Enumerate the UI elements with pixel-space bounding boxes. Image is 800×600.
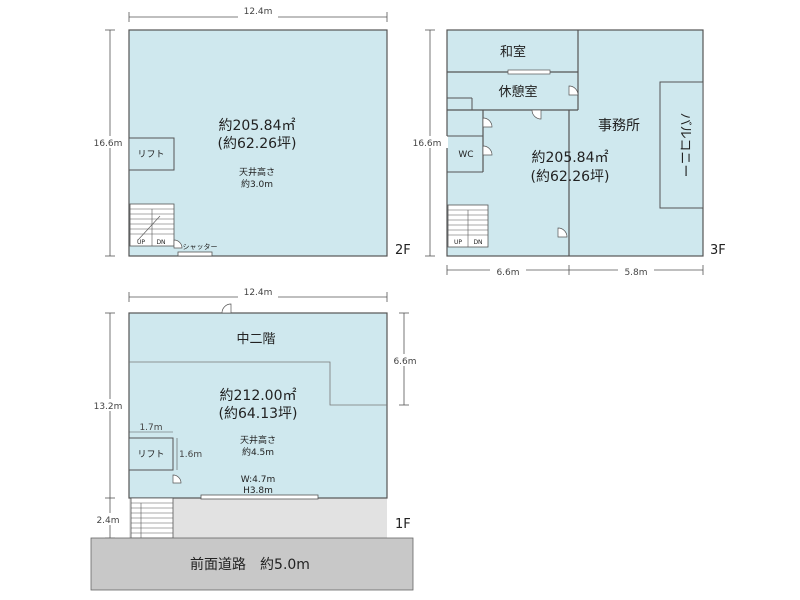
- floor-2f-height-dimension: 16.6m: [88, 29, 128, 257]
- floor-3f-width-dimension: 6.6m 5.8m: [446, 265, 704, 278]
- floor-2f-stairs-dn-label: DN: [156, 239, 165, 246]
- floor-2f-area-tsubo: (約62.26坪): [217, 136, 296, 152]
- floor-1f-height-label: 13.2m: [94, 402, 123, 412]
- floor-2f-door: [173, 239, 183, 249]
- road-label: 前面道路 約5.0m: [190, 556, 310, 573]
- door-wc-upper: [482, 117, 493, 128]
- floor-1f-area-m2: 約212.00㎡: [220, 388, 297, 404]
- shutter-height-label: H3.8m: [243, 486, 273, 496]
- floor-1f-top-door: [221, 303, 232, 314]
- floor-3f-width-left-label: 6.6m: [496, 268, 519, 278]
- door-stairs: [557, 227, 568, 238]
- floor-2f-height-label: 16.6m: [94, 139, 123, 149]
- floor-3f-stairs-dn-label: DN: [473, 239, 482, 246]
- floor-2f-shutter-label: シャッター: [183, 242, 218, 251]
- floor-3f: 16.6m 6.6m 5.8m バルコニー: [408, 29, 726, 278]
- floor-2f-lift: [128, 137, 175, 171]
- floor-2f-ceiling-value: 約3.0m: [241, 178, 273, 190]
- mezzanine-outline: [129, 361, 387, 406]
- mezzanine-dimension: 6.6m: [390, 312, 420, 406]
- floor-2f-stairs: UP DN: [129, 203, 175, 247]
- floor-3f-label: 3F: [710, 243, 726, 258]
- mezzanine-label: 中二階: [236, 332, 275, 347]
- floor-1f-label: 1F: [395, 517, 411, 532]
- floor-3f-height-dimension: 16.6m: [408, 29, 448, 257]
- floor-1f: 12.4m 13.2m 2.4m 6.6m リフト 1.7m: [88, 288, 420, 548]
- floor-1f-width-dimension: 12.4m: [128, 288, 388, 302]
- balcony-label: バルコニー: [677, 113, 692, 178]
- floor-1f-area-tsubo: (約64.13坪): [218, 406, 297, 422]
- floor-2f-stairs-up-label: UP: [137, 239, 145, 246]
- kyukeishitsu-label: 休憩室: [498, 84, 537, 100]
- jimusho-label: 事務所: [598, 118, 640, 134]
- floor-1f-width-label: 12.4m: [244, 288, 273, 298]
- road-area: [90, 537, 414, 591]
- floor-1f-lift: [128, 437, 174, 471]
- floor-3f-stairs-up-label: UP: [454, 239, 462, 246]
- door-kyukei: [568, 85, 579, 96]
- floor-2f-width-label: 12.4m: [244, 7, 273, 17]
- floor-1f-stairs: UP: [130, 497, 174, 548]
- door-office: [531, 109, 542, 120]
- lift-dimensions: 1.7m 1.6m: [129, 423, 202, 470]
- washitsu-label: 和室: [500, 44, 526, 60]
- floor-1f-side-door: [172, 474, 182, 484]
- floor-3f-area-tsubo: (約62.26坪): [530, 169, 609, 185]
- wc-label: WC: [458, 150, 473, 160]
- door-wc: [482, 145, 493, 156]
- floor-3f-stairs: UP DN: [447, 204, 489, 248]
- floor-1f-ceiling-label: 天井高さ: [240, 434, 276, 446]
- washitsu-sliding-door: [507, 69, 551, 75]
- lift-height-label: 1.6m: [179, 450, 202, 460]
- floor-1f-height-dimension: 13.2m 2.4m: [88, 312, 128, 539]
- floor-2f-shutter: [177, 251, 213, 257]
- mezzanine-dim-label: 6.6m: [393, 357, 416, 367]
- shutter-width-label: W:4.7m: [241, 475, 275, 485]
- floor-2f-lift-label: リフト: [137, 150, 164, 160]
- floor-3f-height-label: 16.6m: [413, 139, 442, 149]
- floor-1f-lift-label: リフト: [137, 450, 164, 460]
- front-road: 前面道路 約5.0m: [90, 537, 414, 591]
- floor-2f-width-dimension: 12.4m: [128, 7, 388, 22]
- floor-3f-width-right-label: 5.8m: [624, 268, 647, 278]
- lift-width-label: 1.7m: [139, 423, 162, 433]
- floor-2f-area-m2: 約205.84㎡: [219, 118, 296, 134]
- floor-3f-area-m2: 約205.84㎡: [532, 150, 609, 166]
- floor-2f: 12.4m 16.6m リフト UP DN: [88, 7, 411, 258]
- floor-1f-front-label: 2.4m: [96, 516, 119, 526]
- floor-1f-shutter: [200, 494, 319, 500]
- balcony: [659, 81, 704, 209]
- floor-2f-ceiling-label: 天井高さ: [239, 166, 275, 178]
- floor-2f-label: 2F: [395, 243, 411, 258]
- floor-1f-ceiling-value: 約4.5m: [242, 446, 274, 458]
